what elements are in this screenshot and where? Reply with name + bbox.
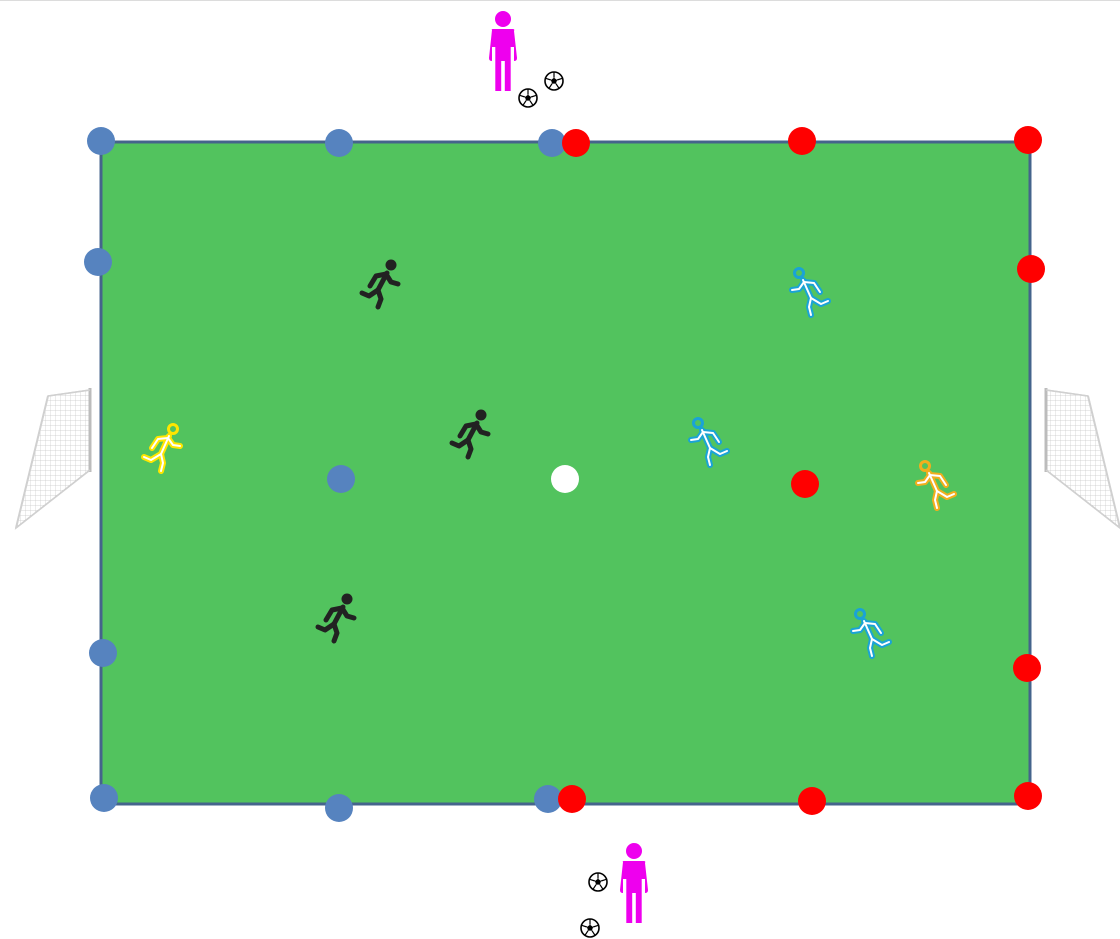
red-cone xyxy=(791,470,819,498)
ball xyxy=(581,919,599,937)
ball xyxy=(519,89,537,107)
blue-cone xyxy=(327,465,355,493)
blue-cone xyxy=(325,794,353,822)
ball xyxy=(589,873,607,891)
red-cone xyxy=(558,785,586,813)
red-cone xyxy=(562,129,590,157)
red-cone xyxy=(1014,126,1042,154)
blue-cone xyxy=(534,785,562,813)
ball xyxy=(545,72,563,90)
left-goal xyxy=(16,388,90,528)
red-cone xyxy=(798,787,826,815)
center-cone xyxy=(551,465,579,493)
server-top xyxy=(489,11,517,91)
blue-cone xyxy=(538,129,566,157)
red-cone xyxy=(788,127,816,155)
red-cone xyxy=(1013,654,1041,682)
red-cone xyxy=(1014,782,1042,810)
red-cone xyxy=(1017,255,1045,283)
blue-cone xyxy=(84,248,112,276)
blue-cone xyxy=(90,784,118,812)
right-goal xyxy=(1046,388,1120,528)
blue-cone xyxy=(87,127,115,155)
blue-cone xyxy=(325,129,353,157)
blue-cone xyxy=(89,639,117,667)
server-bottom xyxy=(620,843,648,923)
